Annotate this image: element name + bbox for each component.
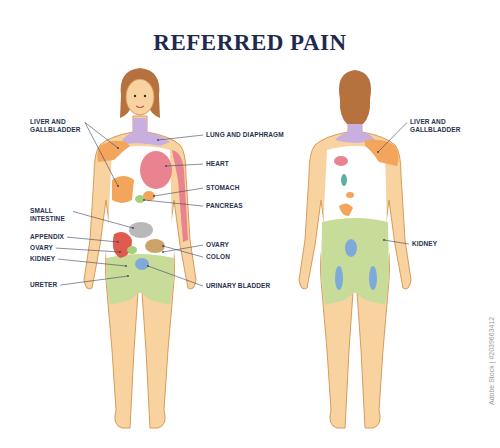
leader-dot	[117, 241, 119, 243]
organ-label: URETER	[30, 281, 57, 289]
organ-label: KIDNEY	[30, 255, 55, 263]
leader-dot	[153, 195, 155, 197]
leader-line	[60, 276, 128, 285]
leader-line	[378, 123, 407, 153]
leader-dot	[157, 139, 159, 141]
organ-label: LIVER AND GALLBLADDER	[30, 118, 82, 134]
back-figure	[299, 70, 411, 428]
leader-dot	[383, 239, 385, 241]
organ-label: HEART	[206, 160, 229, 168]
leader-dot	[147, 265, 149, 267]
organ-label: LIVER AND GALLBLADDER	[410, 118, 462, 134]
leader-line	[158, 135, 203, 140]
leader-line	[148, 266, 203, 286]
leader-dot	[165, 165, 167, 167]
organ-label: SMALL INTESTINE	[30, 207, 70, 223]
leader-dot	[125, 265, 127, 267]
organ-label: APPENDIX	[30, 233, 64, 241]
leader-line	[384, 240, 409, 244]
leader-dot	[143, 199, 145, 201]
organ-label: KIDNEY	[412, 240, 437, 248]
organ-label: OVARY	[206, 241, 229, 249]
leader-line	[166, 164, 203, 166]
leader-line	[144, 200, 203, 206]
leader-dot	[117, 185, 119, 187]
organ-label: URINARY BLADDER	[206, 282, 270, 290]
leader-dot	[127, 275, 129, 277]
leader-line	[163, 245, 203, 252]
leader-dot	[117, 147, 119, 149]
watermark: Adobe Stock | #2039663412	[488, 317, 495, 405]
hair	[120, 68, 160, 118]
leader-line	[154, 188, 203, 196]
front-figure	[84, 68, 196, 428]
leader-dot	[377, 151, 379, 153]
organ-label: OVARY	[30, 244, 53, 252]
leader-dot	[162, 251, 164, 253]
leader-line	[58, 259, 126, 266]
leader-line	[163, 246, 203, 257]
leader-line	[85, 123, 118, 149]
organ-label: COLON	[206, 253, 230, 261]
leader-dot	[132, 227, 134, 229]
leader-line	[85, 123, 118, 187]
title: REFERRED PAIN	[0, 30, 500, 56]
leader-dot	[119, 251, 121, 253]
organ-label: STOMACH	[206, 184, 239, 192]
leader-line	[56, 248, 120, 252]
organ-label: PANCREAS	[206, 202, 243, 210]
leader-line	[73, 212, 133, 229]
leader-line	[67, 237, 118, 242]
leader-dot	[162, 245, 164, 247]
organ-label: LUNG AND DIAPHRAGM	[206, 131, 284, 139]
